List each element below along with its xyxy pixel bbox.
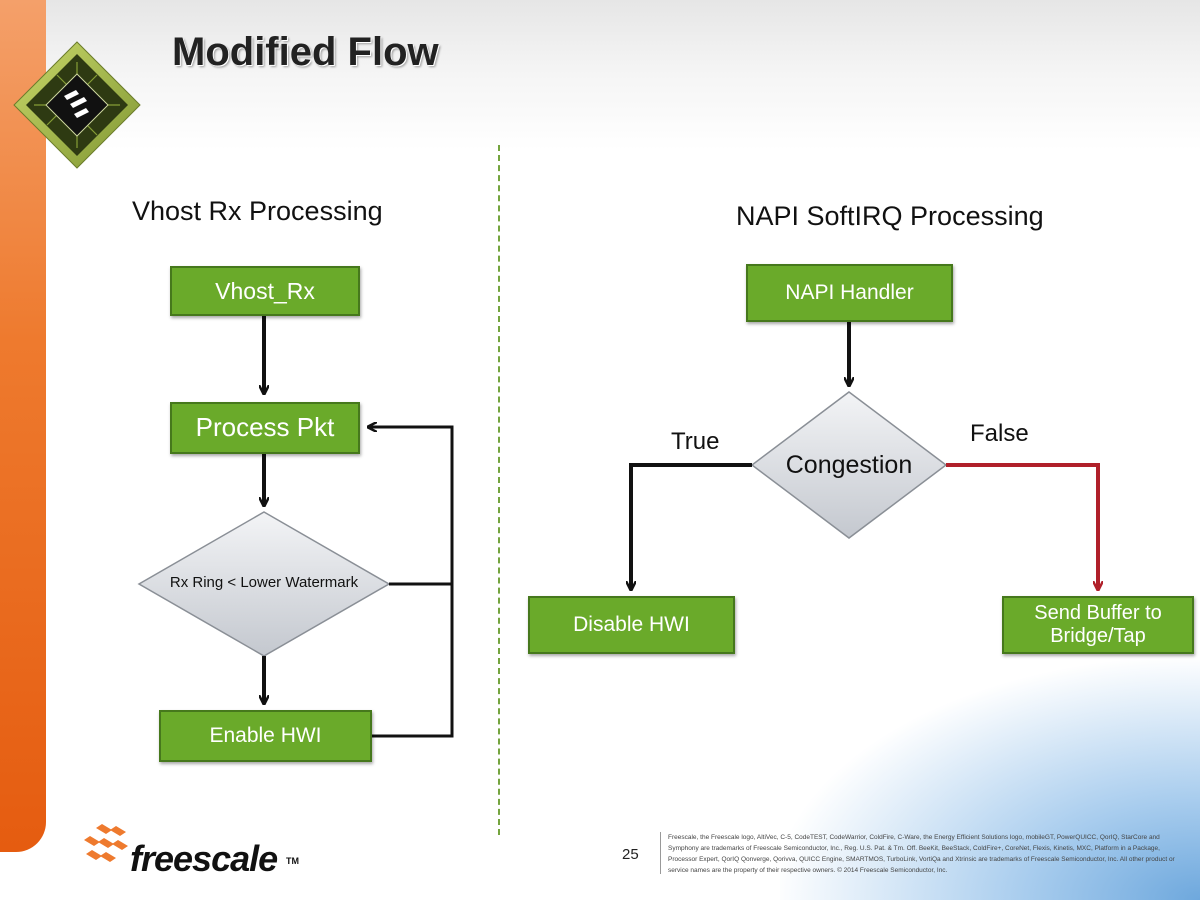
freescale-logo-icon: [84, 824, 128, 862]
page-number: 25: [622, 846, 639, 863]
true-branch-label: True: [671, 428, 720, 455]
enable-hwi-box: Enable HWI: [159, 710, 372, 762]
left-section-heading: Vhost Rx Processing: [132, 196, 383, 226]
process-pkt-box: Process Pkt: [170, 402, 360, 454]
legal-footnote: Freescale, the Freescale logo, AltiVec, …: [668, 834, 1175, 874]
trademark-mark: TM: [286, 856, 299, 866]
arrow-true-branch: [631, 463, 752, 590]
left-accent-bar: [0, 0, 46, 852]
congestion-decision-label: Congestion: [785, 451, 913, 479]
false-branch-label: False: [970, 420, 1029, 447]
napi-handler-box: NAPI Handler: [746, 264, 953, 322]
send-buffer-box: Send Buffer to Bridge/Tap: [1002, 596, 1194, 654]
vhost-rx-box: Vhost_Rx: [170, 266, 360, 316]
rx-ring-decision-label: Rx Ring < Lower Watermark: [169, 574, 359, 591]
footer-separator: [660, 832, 661, 874]
right-section-heading: NAPI SoftIRQ Processing: [736, 201, 1044, 231]
slide-title: Modified Flow: [172, 30, 439, 74]
section-divider: [498, 145, 500, 835]
corner-glow: [780, 660, 1200, 900]
disable-hwi-box: Disable HWI: [528, 596, 735, 654]
arrow-false-branch: [946, 463, 1098, 590]
header-background: [0, 0, 1200, 150]
processor-chip-icon: [13, 41, 141, 169]
freescale-wordmark: freescale: [130, 838, 278, 879]
